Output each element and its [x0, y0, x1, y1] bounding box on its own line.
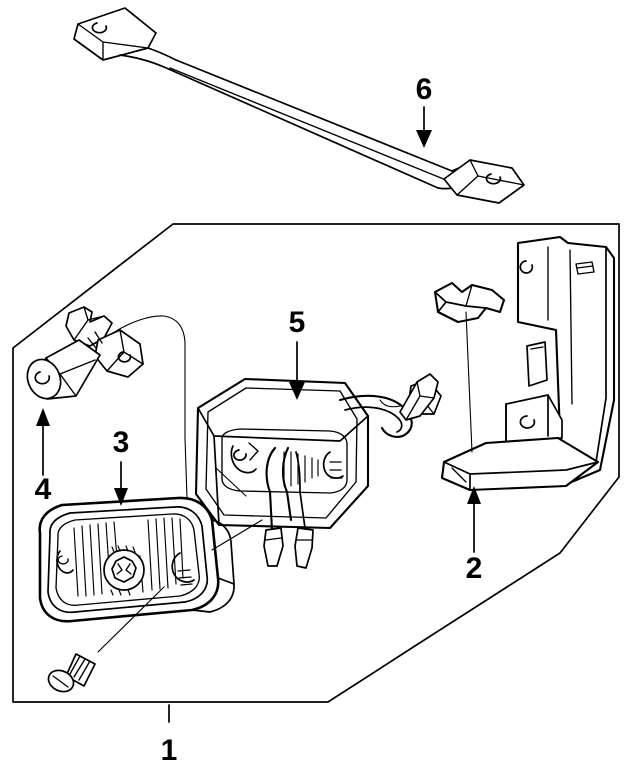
fog-lamp-lens — [38, 496, 235, 623]
callout-1-number: 1 — [161, 734, 178, 767]
callout-3-number: 3 — [113, 426, 130, 459]
callout-6-number: 6 — [416, 73, 433, 106]
callout-2-number: 2 — [466, 552, 483, 585]
assembly-outline — [12, 223, 620, 703]
callout-4[interactable]: 4 — [35, 408, 52, 506]
callout-1[interactable]: 1 — [161, 704, 178, 767]
lamp-motor — [26, 306, 144, 400]
callout-4-number: 4 — [35, 473, 52, 506]
mounting-screw — [47, 586, 165, 693]
callout-5-number: 5 — [289, 306, 306, 339]
lamp-housing — [194, 377, 442, 569]
mounting-bracket — [379, 235, 616, 492]
callout-2[interactable]: 2 — [466, 486, 483, 585]
callout-3[interactable]: 3 — [113, 426, 130, 506]
callout-6[interactable]: 6 — [416, 73, 433, 148]
support-rod — [73, 7, 525, 204]
motor-wire-lead — [112, 315, 188, 499]
callout-5[interactable]: 5 — [289, 306, 306, 400]
lens-to-housing-leader — [211, 467, 263, 551]
